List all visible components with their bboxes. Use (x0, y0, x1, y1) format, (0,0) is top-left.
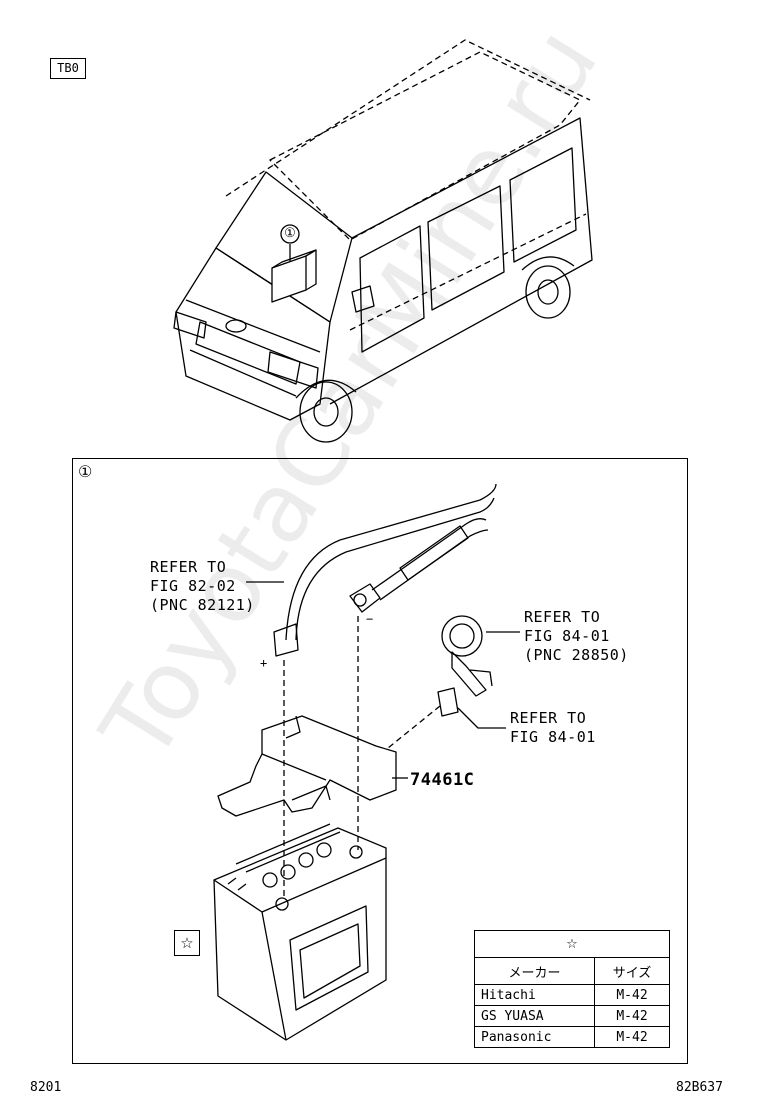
vehicle-callout: ① (284, 226, 296, 241)
spec-size: M-42 (594, 1005, 670, 1027)
ref-clip-label: REFER TO FIG 84-01 (510, 709, 596, 746)
battery-spec-table: ☆ メーカー サイズ Hitachi M-42 GS YUASA M-42 Pa… (474, 930, 670, 1048)
vehicle-drawing (173, 39, 593, 443)
negative-terminal-mark: − (366, 612, 374, 626)
spec-size: M-42 (594, 1026, 670, 1048)
spec-maker: Hitachi (474, 984, 595, 1006)
figure-tag: TB0 (50, 58, 86, 79)
spec-header-size: サイズ (594, 957, 670, 985)
spec-maker: Panasonic (474, 1026, 595, 1048)
detail-frame (72, 458, 688, 1064)
detail-callout: ① (78, 462, 93, 481)
table-row: Hitachi M-42 (474, 984, 670, 1006)
ref-sensor-label: REFER TO FIG 84-01 (PNC 28850) (524, 608, 629, 664)
spec-table-title: ☆ (474, 930, 670, 958)
footer-right-code: 82B637 (676, 1080, 723, 1095)
footer-left-code: 8201 (30, 1080, 62, 1095)
positive-terminal-mark: + (260, 656, 268, 670)
battery-star-marker: ☆ (174, 930, 200, 956)
spec-maker: GS YUASA (474, 1005, 595, 1027)
spec-size: M-42 (594, 984, 670, 1006)
part-code-74461c: 74461C (410, 770, 475, 790)
table-row: GS YUASA M-42 (474, 1005, 670, 1027)
table-row: Panasonic M-42 (474, 1026, 670, 1048)
ref-cable-label: REFER TO FIG 82-02 (PNC 82121) (150, 558, 255, 614)
spec-header-maker: メーカー (474, 957, 595, 985)
